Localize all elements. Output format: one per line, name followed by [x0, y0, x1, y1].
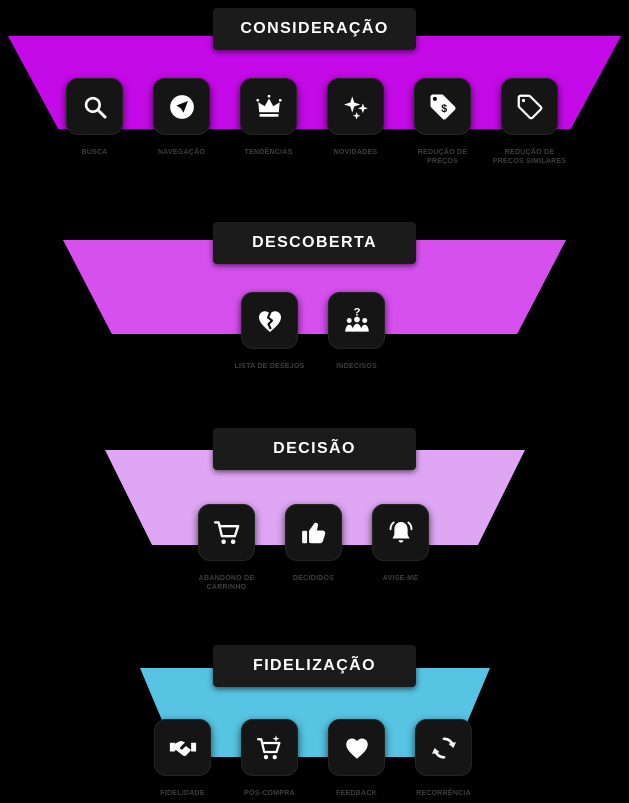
price-tag-icon: [501, 78, 558, 135]
item-decididos: DECIDIDOS: [270, 504, 357, 593]
stage-items-descoberta: LISTA DE DESEJOS ? INDECISOS: [226, 292, 400, 371]
item-reducao-precos: $ REDUÇÃO DE PREÇOS: [399, 78, 486, 167]
item-label: DECIDIDOS: [292, 575, 335, 582]
item-reducao-precos-similares: REDUÇÃO DE PREÇOS SIMILARES: [486, 78, 573, 167]
navigation-icon: [153, 78, 210, 135]
item-recorrencia: RECORRÊNCIA: [400, 719, 487, 798]
stage-title-fidelizacao: FIDELIZAÇÃO: [213, 645, 416, 687]
heart-icon: [328, 719, 385, 776]
stage-title-descoberta: DESCOBERTA: [213, 222, 416, 264]
undecided-group-icon: ?: [328, 292, 385, 349]
item-novidades: NOVIDADES: [312, 78, 399, 167]
item-label: TENDÊNCIAS: [244, 149, 293, 156]
item-label: LISTA DE DESEJOS: [234, 363, 305, 370]
handshake-icon: [154, 719, 211, 776]
svg-text:$: $: [441, 103, 447, 115]
item-busca: BUSCA: [51, 78, 138, 167]
item-label: REDUÇÃO DE PREÇOS SIMILARES: [492, 149, 567, 166]
refresh-icon: [415, 719, 472, 776]
svg-text:?: ?: [353, 306, 360, 318]
item-pos-compra: PÓS-COMPRA: [226, 719, 313, 798]
crown-icon: [240, 78, 297, 135]
thumbs-up-icon: [285, 504, 342, 561]
item-label: RECORRÊNCIA: [416, 790, 471, 797]
bell-icon: [372, 504, 429, 561]
item-label: REDUÇÃO DE PREÇOS: [417, 149, 468, 166]
item-label: FEEDBACK: [336, 790, 377, 797]
stage-title-decisao: DECISÃO: [213, 428, 416, 470]
cart-icon: [198, 504, 255, 561]
stage-title-consideracao: CONSIDERAÇÃO: [213, 8, 416, 50]
price-tag-dollar-icon: $: [414, 78, 471, 135]
item-label: AVISE-ME: [382, 575, 419, 582]
item-feedback: FEEDBACK: [313, 719, 400, 798]
item-fidelidade: FIDELIDADE: [139, 719, 226, 798]
sparkles-icon: [327, 78, 384, 135]
stage-items-fidelizacao: FIDELIDADE PÓS-COMPRA FEEDBACK RECORRÊNC…: [139, 719, 487, 798]
item-label: ABANDONO DE CARRINHO: [198, 575, 255, 592]
item-abandono-carrinho: ABANDONO DE CARRINHO: [183, 504, 270, 593]
item-navegacao: NAVEGAÇÃO: [138, 78, 225, 167]
broken-heart-icon: [241, 292, 298, 349]
item-lista-desejos: LISTA DE DESEJOS: [226, 292, 313, 371]
item-label: BUSCA: [81, 149, 108, 156]
item-label: NOVIDADES: [333, 149, 378, 156]
repurchase-cart-icon: [241, 719, 298, 776]
item-indecisos: ? INDECISOS: [313, 292, 400, 371]
item-label: FIDELIDADE: [160, 790, 205, 797]
search-icon: [66, 78, 123, 135]
item-label: NAVEGAÇÃO: [157, 149, 206, 156]
stage-items-consideracao: BUSCA NAVEGAÇÃO TENDÊNCIAS NOVIDADES: [51, 78, 573, 167]
item-label: INDECISOS: [336, 363, 377, 370]
stage-items-decisao: ABANDONO DE CARRINHO DECIDIDOS AVISE-ME: [183, 504, 444, 593]
item-tendencias: TENDÊNCIAS: [225, 78, 312, 167]
item-label: PÓS-COMPRA: [244, 790, 295, 797]
item-avise-me: AVISE-ME: [357, 504, 444, 593]
